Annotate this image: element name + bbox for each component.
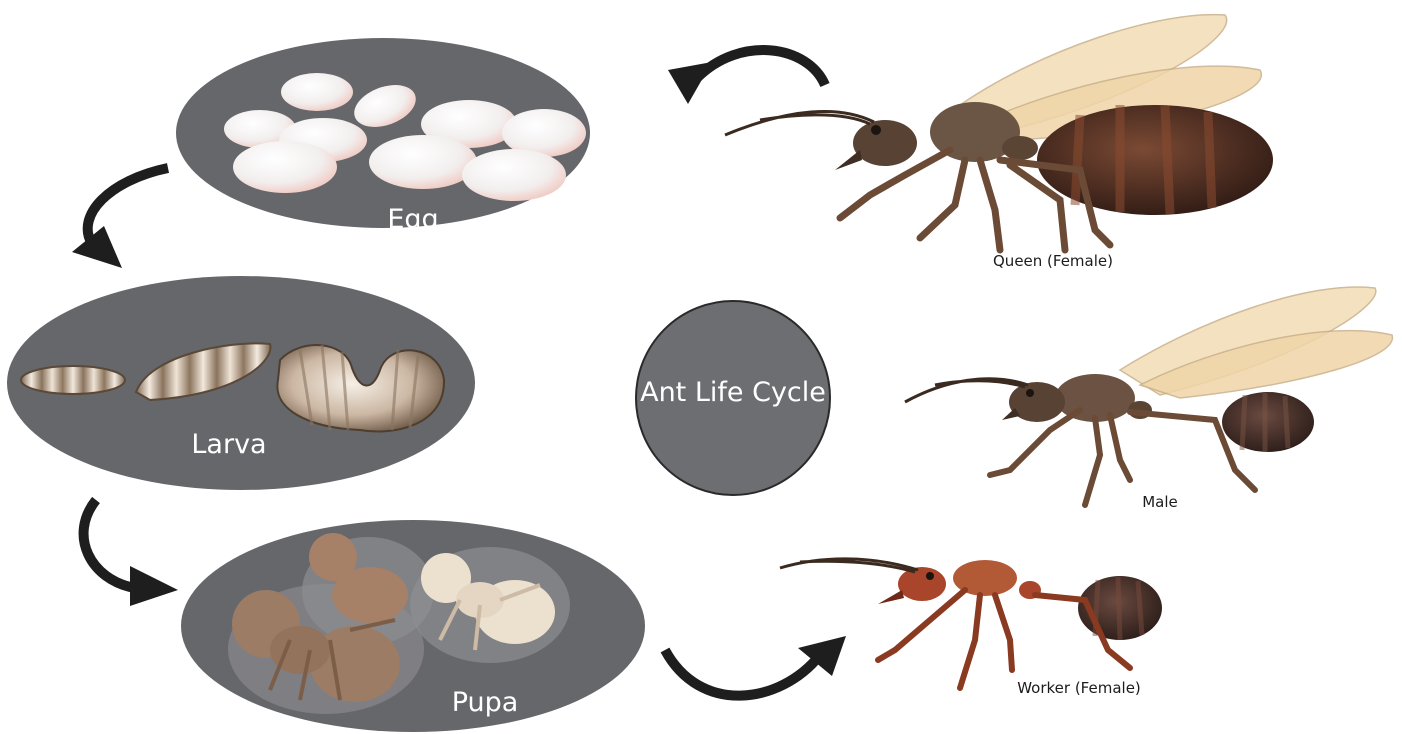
arrow-pupa-to-worker: [665, 636, 846, 696]
egg-label: Egg: [387, 204, 438, 235]
arrow-egg-to-larva: [72, 168, 168, 268]
arrow-queen-to-egg: [668, 50, 825, 104]
larva-label: Larva: [191, 429, 266, 460]
arrow-larva-to-pupa: [84, 500, 178, 606]
worker-label: Worker (Female): [1017, 679, 1141, 697]
queen-label: Queen (Female): [993, 252, 1113, 270]
queen-ant-illustration: [725, 15, 1273, 250]
male-ant-illustration: [905, 287, 1392, 505]
pupa-label: Pupa: [452, 687, 519, 718]
center-title: Ant Life Cycle: [640, 377, 826, 408]
male-label: Male: [1142, 493, 1178, 511]
worker-ant-illustration: [780, 559, 1162, 688]
